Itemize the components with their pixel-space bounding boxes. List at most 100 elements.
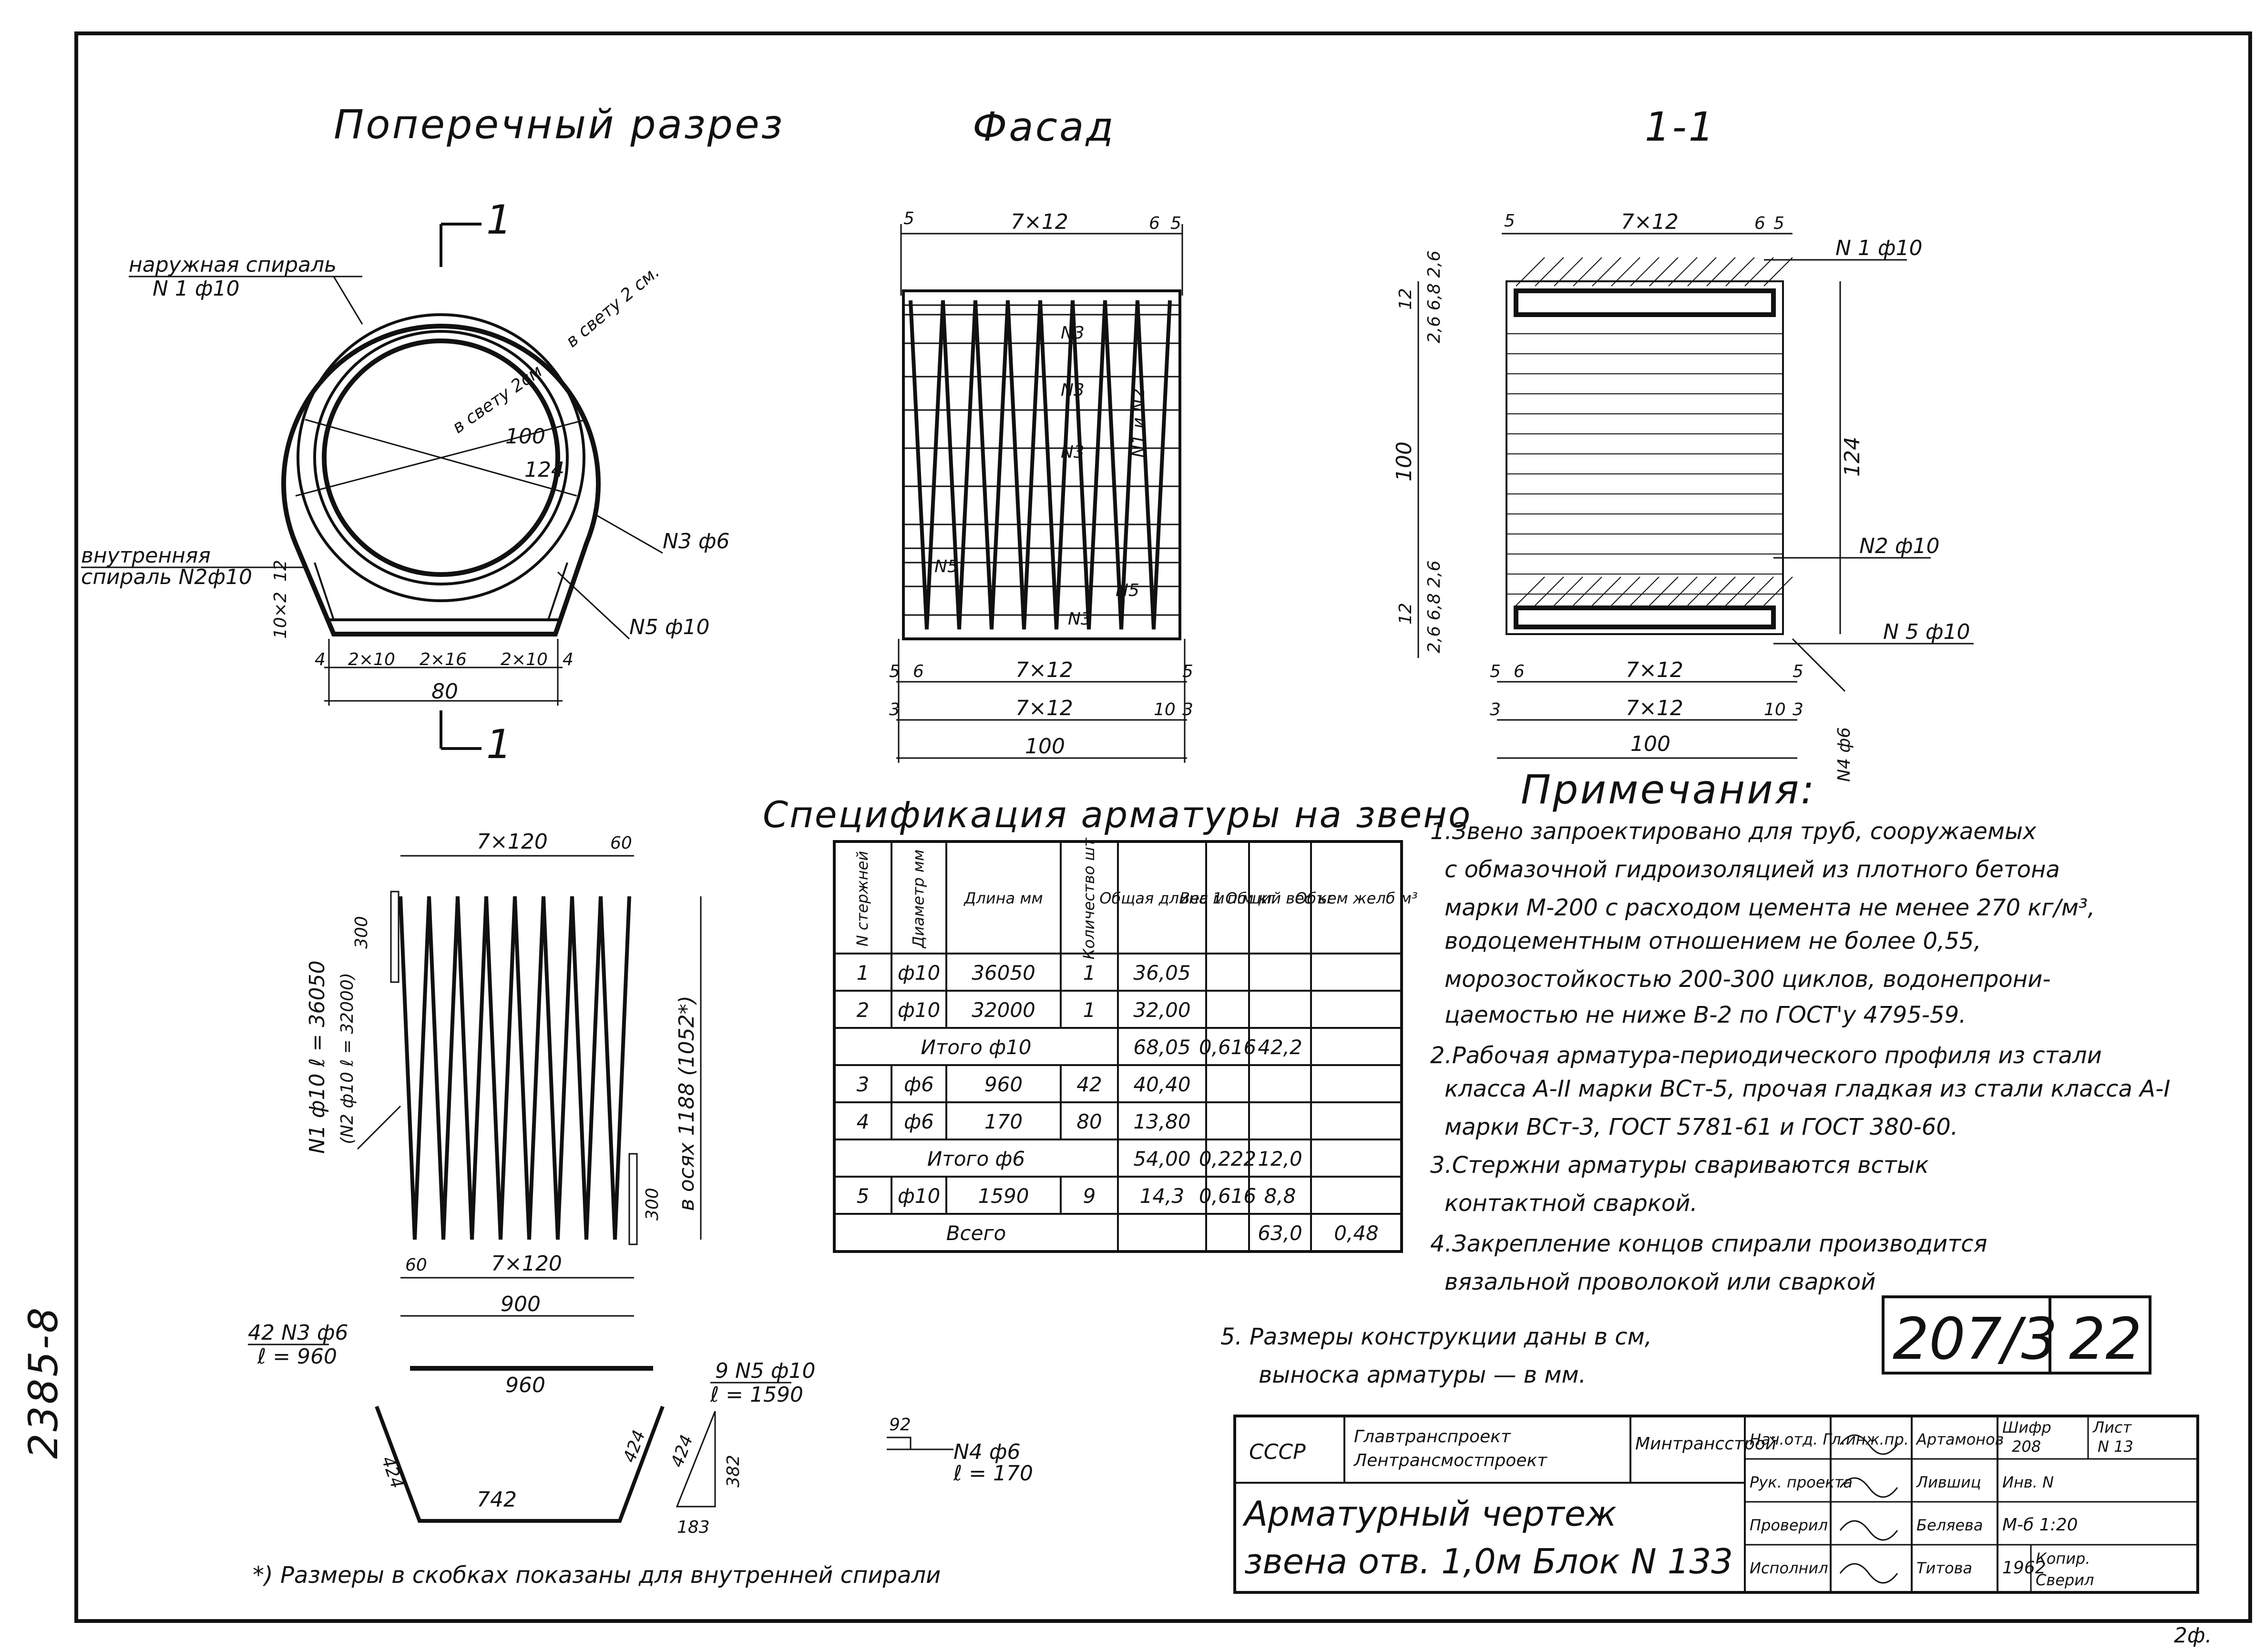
section-bot-dim-3: 10: [1764, 700, 1786, 719]
note-line-9: 3.Стержни арматуры свариваются встык: [1430, 1152, 1929, 1179]
cross-section-view: Поперечный разрез 1 1 100 124 в свету 2с…: [81, 101, 782, 768]
section-n4-label: N4 ф6: [1834, 727, 1854, 782]
spec-cell-1-n: 2: [857, 998, 870, 1022]
facade-label-6: N5: [1116, 581, 1139, 600]
facade-label-2: N3: [1061, 380, 1085, 400]
sheet-number: 22: [2069, 1306, 2142, 1373]
spec-cell-6-len: 1590: [978, 1184, 1029, 1208]
spiral-coils: [399, 896, 631, 1240]
bar-n3-dim: 960: [505, 1373, 545, 1397]
spiral-view: 7×120 60 300 300 N1 ф10 ℓ = 36050 (N2 ф1…: [305, 830, 702, 1317]
pipe-outer-contour: [281, 324, 601, 636]
bar-n5-label: N5 ф10: [629, 615, 710, 639]
spec-cell-7-v: 0,48: [1334, 1221, 1379, 1245]
hatch-top-6: [1630, 257, 1660, 287]
hatch-bot-9: [1687, 576, 1717, 606]
section-mid-dim-4: 5: [1793, 662, 1803, 681]
stamp-list-label: Лист: [2092, 1418, 2132, 1437]
inner-diameter: 100: [505, 424, 545, 449]
bar-n4-length: ℓ = 170: [953, 1461, 1033, 1486]
facade-total: 100: [1025, 734, 1065, 759]
section-left-bot-sub: 2,6 6,8 2,6: [1424, 560, 1444, 653]
facade-title: Фасад: [973, 103, 1116, 150]
bar-n5-shape: [375, 1406, 665, 1523]
spiral-top-dim-2: 60: [610, 833, 632, 853]
facade-label-5: N5: [934, 557, 958, 576]
section-mid-dim-2: 6: [1514, 662, 1525, 681]
spec-cell-7-w: 63,0: [1258, 1221, 1302, 1245]
bottom-dim-1: 4: [315, 650, 326, 669]
inner-spiral-bar: спираль N2ф10: [81, 565, 252, 589]
spec-cell-3-d: ф6: [904, 1073, 934, 1096]
section-body-lines: [1506, 333, 1783, 595]
stamp-role-3: Проверил: [1750, 1516, 1828, 1534]
note-line-2: марки М-200 с расходом цемента не менее …: [1444, 894, 2095, 921]
section-top-dim-2: 7×12: [1621, 210, 1679, 234]
outer-spiral-bar: N 1 ф10: [153, 277, 240, 301]
hatch-top-2: [1554, 257, 1583, 287]
spec-cell-1-len: 32000: [972, 998, 1035, 1022]
spec-sum-label-7: Всего: [946, 1221, 1006, 1245]
bar-n3-label: N3 ф6: [663, 529, 730, 554]
notes: Примечания: 1.Звено запроектировано для …: [253, 766, 2170, 1589]
title-block: 207/3 22 СССР Главтранспроект Лентрансмо…: [1233, 1295, 2199, 1594]
cross-section-width: 80: [431, 679, 458, 704]
spec-cell-1-qty: 1: [1083, 998, 1096, 1022]
stamp-org-2: Главтранспроект: [1354, 1427, 1511, 1447]
hatch-top-8: [1668, 257, 1698, 287]
bottom-dim-3: 2×16: [420, 650, 467, 669]
tri-dim-1: 424: [667, 1432, 697, 1470]
hatch-bot-8: [1668, 576, 1698, 606]
spec-cell-4-d: ф6: [904, 1110, 934, 1133]
spec-header-4: Общая длина м: [1099, 889, 1224, 907]
stamp-scale: М-б 1:20: [2002, 1515, 2078, 1535]
spec-header-1: Диаметр мм: [910, 850, 928, 949]
hatch-bot-2: [1554, 576, 1583, 606]
facade-mid-dim-3: 7×12: [1015, 658, 1073, 682]
spec-sum-label-5: Итого ф6: [927, 1147, 1025, 1170]
section-top-dim-4: 5: [1773, 214, 1784, 233]
hatch-top-10: [1706, 257, 1736, 287]
bar-n5-triangle: [676, 1411, 716, 1508]
bottom-dim-5: 4: [563, 650, 574, 669]
section-left-top-sub: 2,6 6,8 2,6: [1424, 250, 1444, 343]
hatch-top-7: [1649, 257, 1679, 287]
spiral-bot-dim-2: 7×120: [491, 1252, 562, 1276]
note-line-6: 2.Рабочая арматура-периодического профил…: [1430, 1042, 2102, 1069]
hatch-bot-12: [1744, 576, 1774, 606]
hatch-top-3: [1573, 257, 1602, 287]
tri-dim-2: 382: [724, 1455, 743, 1488]
hatch-top-4: [1592, 257, 1621, 287]
spiral-end-dim-bot: 300: [643, 1188, 662, 1221]
sheet-side-code: 2385-8: [20, 1305, 67, 1459]
spec-cell-2-w: 42,2: [1258, 1036, 1302, 1059]
spec-cell-6-w1: 0,616: [1199, 1184, 1256, 1208]
spec-cell-3-qty: 42: [1076, 1073, 1102, 1096]
facade-label-7: N3: [1068, 609, 1092, 629]
section-n2-label: N2 ф10: [1859, 534, 1940, 558]
spec-cell-0-qty: 1: [1083, 961, 1096, 985]
signature-2: [1839, 1477, 1898, 1498]
spec-table: Спецификация арматуры на звено N стержне…: [763, 793, 1470, 1253]
stamp-name-2: Лившиц: [1916, 1473, 1981, 1491]
sheet-corner-mark: 2ф.: [2174, 1623, 2212, 1648]
section-total: 100: [1630, 732, 1670, 756]
facade-outline: [902, 289, 1181, 640]
outer-diameter: 124: [524, 458, 564, 482]
stamp-role-1: Нач.отд. Гл.инж.пр.: [1750, 1430, 1909, 1448]
stamp-name-4: Титова: [1916, 1559, 1972, 1577]
bar-n3-qty: 42 N3 ф6: [248, 1321, 348, 1345]
stamp-code-value: 208: [2012, 1437, 2041, 1456]
spec-cell-4-len: 170: [984, 1110, 1023, 1133]
facade-label-3: N3: [1061, 442, 1085, 462]
note-line-12: вязальной проволокой или сваркой: [1444, 1269, 1875, 1295]
spec-cell-4-n: 4: [857, 1110, 870, 1133]
hatch-bot-7: [1649, 576, 1679, 606]
facade-mid-dim-2: 6: [913, 662, 924, 681]
facade-mid-dim-4: 5: [1182, 662, 1193, 681]
note-line-14: выноска арматуры — в мм.: [1259, 1362, 1586, 1388]
spiral-width: 900: [501, 1292, 541, 1316]
hatch-top-5: [1611, 257, 1640, 287]
